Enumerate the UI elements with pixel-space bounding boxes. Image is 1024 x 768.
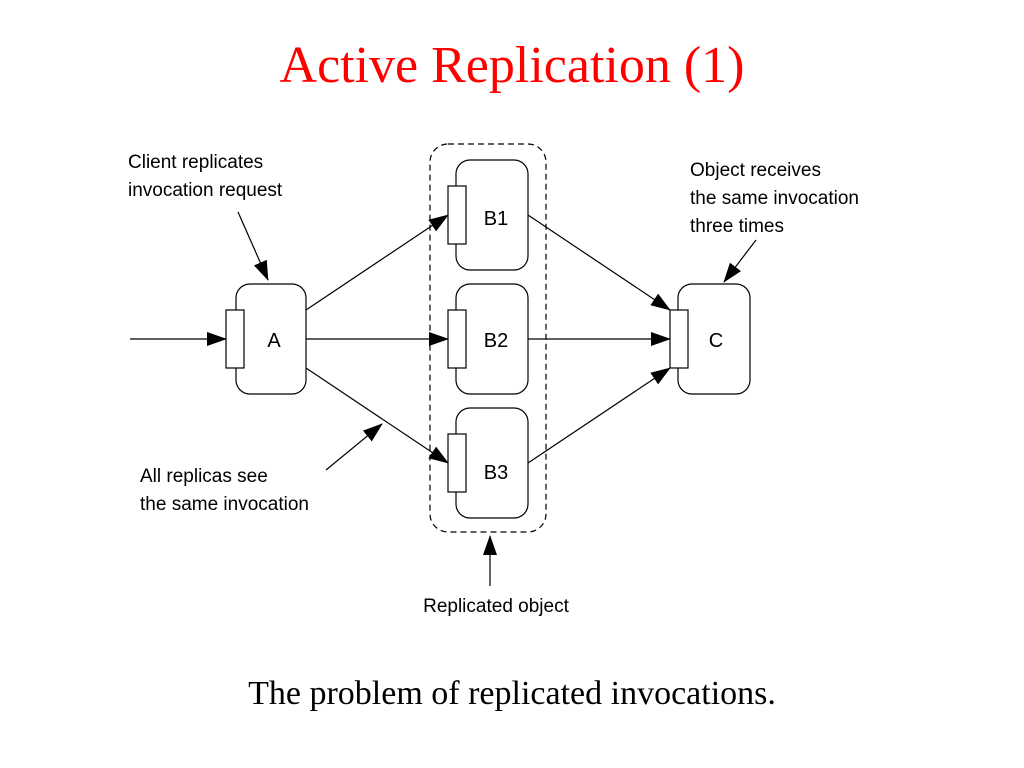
client-note-line-2: invocation request (128, 180, 283, 201)
arrow-b1-to-c (527, 214, 671, 311)
replicated-object-label: Replicated object (423, 596, 569, 617)
node-c: C (669, 283, 751, 395)
object-note-line-1: Object receives (690, 160, 821, 181)
arrow-a-to-b1 (305, 214, 449, 311)
arrow-b3-to-c (527, 367, 671, 464)
node-b3-port (447, 433, 467, 493)
node-b2-label: B2 (484, 330, 508, 352)
node-b2: B2 (447, 283, 529, 395)
node-a-label: A (267, 330, 281, 352)
object-note-pointer (723, 239, 757, 283)
node-a: A (225, 283, 307, 395)
slide-caption: The problem of replicated invocations. (248, 675, 776, 712)
node-c-port (669, 309, 689, 369)
replicas-note-line-2: the same invocation (140, 494, 309, 515)
client-note-pointer (237, 211, 269, 281)
node-b3-label: B3 (484, 462, 508, 484)
node-b2-port (447, 309, 467, 369)
node-a-port (225, 309, 245, 369)
replicas-note-line-1: All replicas see (140, 466, 268, 487)
node-c-label: C (709, 330, 723, 352)
node-b1-port (447, 185, 467, 245)
client-note-line-1: Client replicates (128, 152, 263, 173)
object-note-line-2: the same invocation (690, 188, 859, 209)
node-b1-label: B1 (484, 208, 508, 230)
slide-title: Active Replication (1) (279, 37, 745, 94)
node-b3: B3 (447, 407, 529, 519)
node-b1: B1 (447, 159, 529, 271)
object-note-line-3: three times (690, 216, 784, 237)
arrow-a-to-b3 (305, 367, 449, 464)
replicas-note-pointer (325, 423, 383, 471)
